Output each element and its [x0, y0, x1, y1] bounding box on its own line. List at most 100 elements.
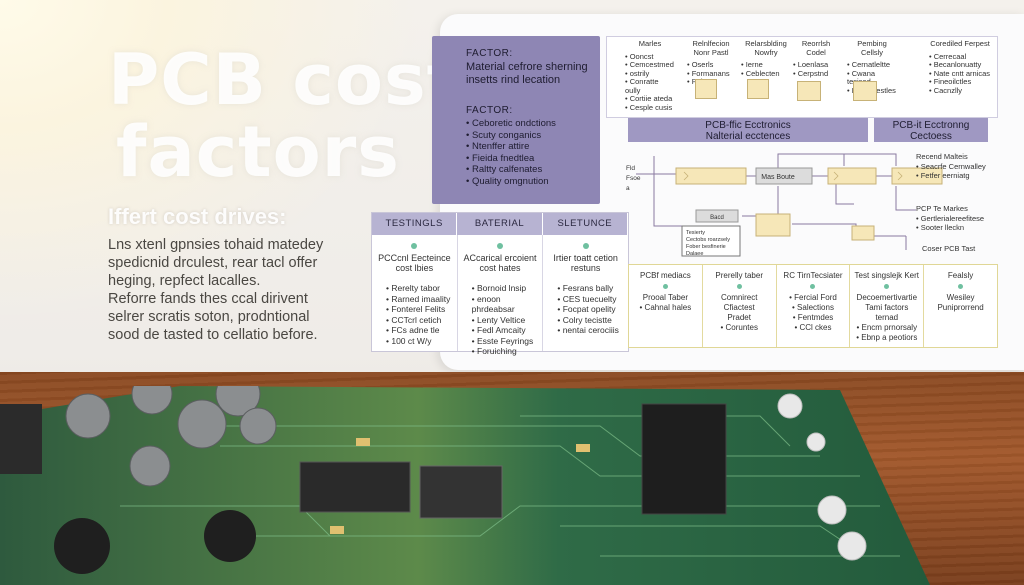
factor-title: Material cefrore sherning insetts rind l…: [466, 61, 588, 86]
paragraph-2: Reforre fands thes ccal dirivent selrer …: [108, 291, 318, 343]
flow-connector: [895, 186, 916, 211]
hero-title: PCB cost factors: [108, 44, 461, 188]
table-column: PCCcnl Eecteince cost lbies Rerelty tabo…: [372, 235, 458, 351]
subhead: Iffert cost drives:: [108, 204, 287, 229]
flow-connector: [835, 180, 854, 205]
list-item: Seacrfe Cernwalley: [916, 162, 1006, 171]
cost-label: Coser PCB Tast: [922, 244, 976, 253]
cost-table-body: PCCcnl Eecteince cost lbies Rerelty tabo…: [372, 235, 628, 356]
bottom-card-line: • Coruntes: [720, 323, 758, 332]
list-item: Cernatleltte: [847, 60, 897, 70]
chip-ic: [299, 461, 411, 513]
list-item: Cacnzlly: [929, 86, 991, 96]
list-item: Cesple cusis: [625, 103, 675, 113]
bottom-card: Prerelly taber Comnirect Cfiactest Prade…: [703, 265, 777, 347]
bottom-card-line: • Ebnp a peotiors: [856, 333, 918, 342]
cost-table: TESTINGLS BATERIAL SLETUNCE PCCcnl Eecte…: [371, 212, 629, 356]
column-list: Bornoid lnsip enoon phrdeabsar Lenty Vel…: [462, 283, 539, 357]
list-item: Focpat opelity: [557, 304, 624, 315]
band-left-line2: Nalterial ecctences: [705, 131, 791, 142]
band-left-line1: PCB-ffic Ecctronics: [705, 120, 791, 131]
bottom-card-line: Tami factors: [865, 303, 909, 312]
bottom-card-line: • Salections: [792, 303, 834, 312]
list-item: Gertlerialereefitese: [916, 214, 1006, 223]
bottom-card-title: Prerelly taber: [715, 271, 763, 280]
bottom-card-title: Fealsly: [947, 271, 974, 280]
list-item: Bornoid lnsip: [472, 283, 539, 294]
flow-column: Marles Ooncst Cemcestmed ostrily Conratt…: [625, 39, 675, 113]
flow-connector: [777, 153, 897, 168]
list-item: Fetfer eerniatg: [916, 171, 1006, 180]
bottom-card: Test singslejk Kert Decoemertivartie Tam…: [850, 265, 925, 347]
bottom-card-line: Pradet: [727, 313, 751, 322]
list-item: Ceblecten: [741, 69, 791, 79]
dot-icon: [411, 243, 418, 249]
capacitors: [65, 386, 277, 487]
dot-icon: [736, 284, 742, 289]
hero-title-line2: factors: [116, 111, 400, 193]
flow-left-label: Fsoe: [626, 175, 641, 182]
bottom-card: Fealsly Wesiley Puniprorrend: [924, 265, 997, 347]
flow-column-title: Reorrlsh Codel: [801, 39, 831, 57]
factor-item: Scuty conganics: [466, 130, 600, 142]
flow-column-title: Relarsblding Nowfry: [745, 39, 787, 57]
dot-icon: [582, 243, 589, 249]
header-testing: TESTINGLS: [372, 213, 458, 235]
arrow-icon: [897, 171, 903, 181]
list-item: Esste Feyrings: [472, 336, 539, 347]
dot-icon: [958, 284, 964, 289]
list-item: Loenlasa: [793, 60, 839, 70]
factor-item: Ceboretic ondctions: [466, 118, 600, 130]
list-item: Foruiching: [472, 346, 539, 357]
list-item: Rarned imaality: [386, 294, 453, 305]
factor-item: Quality omgnution: [466, 176, 600, 188]
factor-item: Ntenffer attire: [466, 141, 600, 153]
bottom-card-line: Decoemertivartie: [856, 293, 918, 302]
flow-column: Relarsblding Nowfry Ierne Ceblecten: [741, 39, 791, 79]
flow-column-title: Corediled Ferpest: [930, 39, 990, 48]
dot-icon: [810, 284, 816, 289]
flow-node: [675, 167, 747, 185]
bottom-card: RC TirnTecsiater • Fercial Ford • Salect…: [777, 265, 851, 347]
bottom-card-line: • Cahnal hales: [639, 303, 692, 312]
list-item: Cerpstnd: [793, 69, 839, 79]
chip-ic: [419, 465, 503, 519]
bottom-card-title: Test singslejk Kert: [854, 271, 920, 280]
list-item: Rerelty tabor: [386, 283, 453, 294]
pcb-board-illustration: [0, 386, 930, 585]
table-column: ACcarical ercoient cost hates Bornoid ln…: [458, 235, 544, 356]
band-left: PCB-ffic Ecctronics Nalterial ecctences: [628, 118, 868, 142]
column-list: Fesrans bally CES tuecuelty Focpat opeli…: [547, 283, 624, 336]
flow-node: [747, 79, 769, 99]
flow-node: [695, 79, 717, 99]
side-list-1: Recend Malteis Seacrfe Cernwalley Fetfer…: [916, 152, 1006, 180]
list-item: Cortiie ateda: [625, 94, 675, 104]
bottom-card-line: Puniprorrend: [937, 303, 984, 312]
bottom-card-line: • Fercial Ford: [789, 293, 837, 302]
factor-label-2: FACTOR:: [466, 105, 513, 116]
band-right-line1: PCB-it Ecctronng: [892, 120, 970, 131]
flow-column: Reorrlsh Codel Loenlasa Cerpstnd: [793, 39, 839, 79]
note-line: Tesierty: [686, 230, 705, 236]
arrow-icon: [683, 171, 689, 181]
column-title: ACcarical ercoient cost hates: [463, 253, 537, 273]
list-item: Fonterel Felits: [386, 304, 453, 315]
list-item: enoon phrdeabsar: [472, 294, 539, 315]
list-item: Oserls: [687, 60, 735, 70]
column-title: Irtier toatt cetion restuns: [553, 253, 618, 273]
list-item: Fesrans bally: [557, 283, 624, 294]
connector-block: [0, 404, 42, 474]
list-item: Conratte oully: [625, 77, 675, 95]
bottom-card-line: Cfiactest: [723, 303, 755, 312]
list-item: Sooter lleckn: [916, 223, 1006, 232]
bottom-card-title: PCBf mediacs: [640, 271, 691, 280]
bottom-card-line: Prooal Taber: [642, 293, 688, 302]
bottom-card-line: Wesiley: [946, 293, 975, 302]
bottom-row: PCBf mediacs Prooal Taber • Cahnal hales…: [628, 264, 998, 348]
list-item: CCTcrl cetich: [386, 315, 453, 326]
hero-title-line1: PCB cost: [108, 39, 462, 121]
bottom-card-title: RC TirnTecsiater: [783, 271, 843, 280]
paragraph-1: Lns xtenl gpnsies tohaid matedey spedicn…: [108, 237, 324, 289]
list-item: Formanans: [687, 69, 735, 79]
resistors: [330, 438, 590, 534]
